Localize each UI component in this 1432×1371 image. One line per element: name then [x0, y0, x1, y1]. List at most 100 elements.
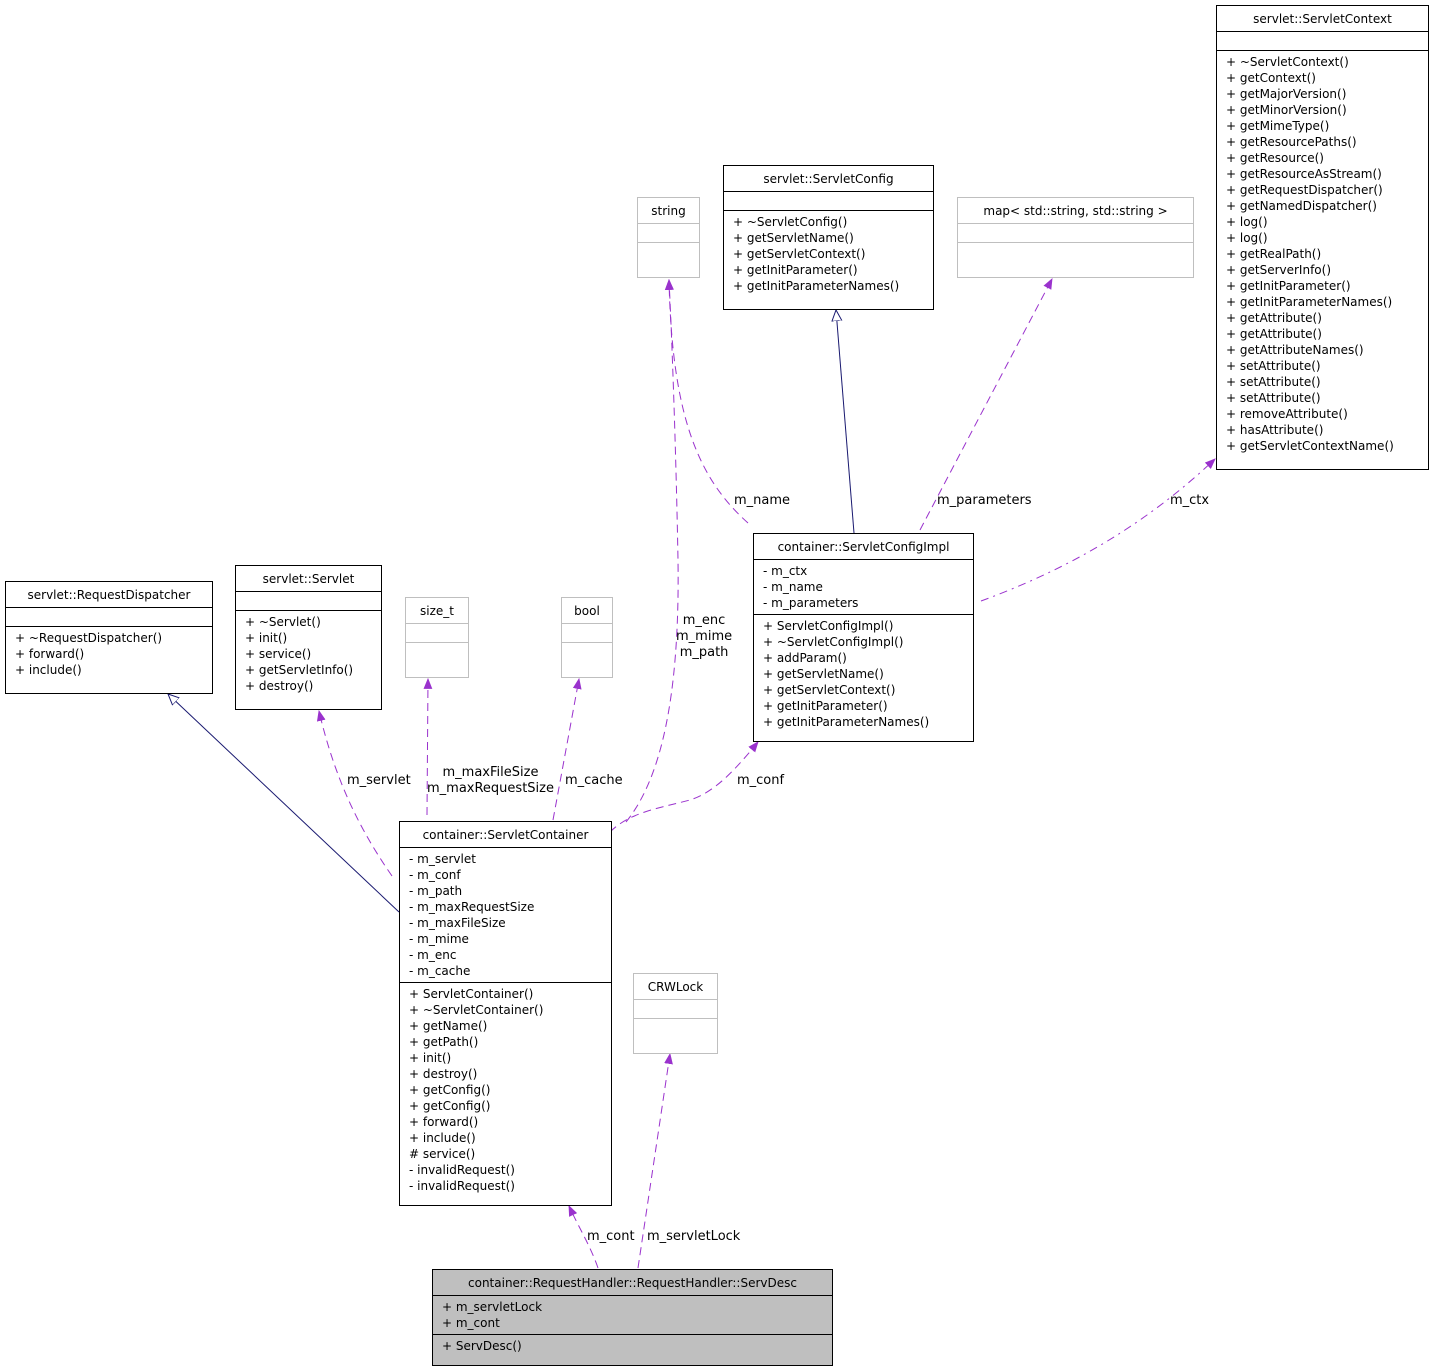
- operation: + getInitParameter(): [1226, 279, 1351, 293]
- edge-label-m-conf: m_conf: [737, 773, 785, 788]
- operation-compartment: [562, 642, 612, 677]
- edge-m-enc-mime-path: [625, 278, 679, 823]
- attribute-compartment: [958, 223, 1193, 242]
- operation: + getServletName(): [733, 231, 854, 245]
- operation: + getConfig(): [409, 1099, 491, 1113]
- operation: + getInitParameterNames(): [763, 715, 930, 729]
- class-name: servlet::Servlet: [262, 572, 355, 586]
- edge-m-servletlock: [637, 1052, 673, 1269]
- class-name: CRWLock: [647, 980, 704, 994]
- class-bool[interactable]: bool: [561, 597, 613, 678]
- operation: + getServletContext(): [763, 683, 896, 697]
- operation-compartment: + ~ServletContext()+ getContext()+ getMa…: [1217, 50, 1428, 469]
- operation: + getAttribute(): [1226, 327, 1322, 341]
- attribute: + m_cont: [442, 1316, 500, 1330]
- attribute: - m_maxRequestSize: [409, 900, 535, 914]
- attribute: - m_maxFileSize: [409, 916, 506, 930]
- operation: + getAttribute(): [1226, 311, 1322, 325]
- operation: + getResourceAsStream(): [1226, 167, 1382, 181]
- operation: + getInitParameter(): [733, 263, 858, 277]
- operation: + getResource(): [1226, 151, 1324, 165]
- class-size-t[interactable]: size_t: [405, 597, 469, 678]
- operation-compartment: [958, 242, 1193, 277]
- attribute: - m_parameters: [763, 596, 859, 610]
- edge-m-cont: [568, 1205, 599, 1269]
- class-name: container::ServletContainer: [422, 828, 589, 842]
- operation: + forward(): [15, 647, 85, 661]
- edge-m-sizes: [423, 677, 433, 816]
- operation: + log(): [1226, 215, 1268, 229]
- class-servlet[interactable]: servlet::Servlet+ ~Servlet()+ init()+ se…: [235, 565, 382, 710]
- edge-m-servlet: [316, 709, 393, 877]
- edge-label-m-servlet: m_servlet: [347, 773, 411, 788]
- attribute-compartment: [562, 623, 612, 642]
- operation: + ~Servlet(): [245, 615, 321, 629]
- operation-compartment: + ~ServletConfig() + getServletName() + ge…: [724, 210, 933, 309]
- operation: + include(): [15, 663, 82, 677]
- attribute: - m_path: [409, 884, 463, 898]
- attribute: + m_servletLock: [442, 1300, 543, 1314]
- class-name: map< std::string, std::string >: [983, 204, 1168, 218]
- attribute-compartment: [236, 591, 381, 610]
- class-servlet-container[interactable]: container::ServletContainer- m_servlet- …: [399, 821, 612, 1206]
- attribute: - m_cache: [409, 964, 471, 978]
- operation: + ServletConfigImpl(): [763, 619, 894, 633]
- attribute: - m_servlet: [409, 852, 476, 866]
- operation: + log(): [1226, 231, 1268, 245]
- operation: + getConfig(): [409, 1083, 491, 1097]
- operation: + getInitParameterNames(): [733, 279, 900, 293]
- operation: + getServletName(): [763, 667, 884, 681]
- class-servlet-config-impl[interactable]: container::ServletConfigImpl- m_ctx- m_n…: [753, 533, 974, 742]
- operation: + getInitParameterNames(): [1226, 295, 1393, 309]
- class-string[interactable]: string: [637, 197, 700, 278]
- operation: + getServletContextName(): [1226, 439, 1394, 453]
- class-map[interactable]: map< std::string, std::string >: [957, 197, 1194, 278]
- operation: + forward(): [409, 1115, 479, 1129]
- operation: + getServerInfo(): [1226, 263, 1331, 277]
- attribute-compartment: [634, 999, 717, 1018]
- operation: + setAttribute(): [1226, 375, 1321, 389]
- attribute-compartment: [6, 607, 212, 626]
- class-request-dispatcher[interactable]: servlet::RequestDispatcher+ ~RequestDisp…: [5, 581, 213, 694]
- class-name: container::ServletConfigImpl: [777, 540, 950, 554]
- edge-m-cache: [552, 677, 582, 821]
- attribute-compartment: [638, 223, 699, 242]
- class-servlet-context[interactable]: servlet::ServletContext+ ~ServletContext…: [1216, 5, 1429, 470]
- edge-label-m-name: m_name: [734, 493, 791, 508]
- operation: + getResourcePaths(): [1226, 135, 1357, 149]
- operation: + ~ServletConfig(): [733, 215, 848, 229]
- class-name: container::RequestHandler::RequestHandle…: [468, 1276, 797, 1290]
- operation: + include(): [409, 1131, 476, 1145]
- operation-compartment: [638, 242, 699, 277]
- class-name: servlet::ServletContext: [1253, 12, 1392, 26]
- operation: - invalidRequest(): [409, 1179, 515, 1193]
- operation: + ~ServletContainer(): [409, 1003, 544, 1017]
- edge-label-m-servletlock: m_servletLock: [647, 1229, 741, 1244]
- class-servlet-config[interactable]: servlet::ServletConfig+ ~ServletConfig()…: [723, 165, 934, 310]
- edge-label-m-parameters: m_parameters: [937, 493, 1032, 508]
- operation: + getPath(): [409, 1035, 479, 1049]
- operation: + getName(): [409, 1019, 488, 1033]
- operation-compartment: + ServDesc(): [433, 1334, 832, 1365]
- operation-compartment: + ServletConfigImpl()+ ~ServletConfigImp…: [754, 614, 973, 741]
- operation: + getInitParameter(): [763, 699, 888, 713]
- operation: # service(): [409, 1147, 476, 1161]
- edge-m-conf: [609, 741, 759, 833]
- class-serv-desc[interactable]: container::RequestHandler::RequestHandle…: [432, 1269, 833, 1366]
- operation: + getRealPath(): [1226, 247, 1322, 261]
- operation: + destroy(): [245, 679, 314, 693]
- operation: + removeAttribute(): [1226, 407, 1348, 421]
- operation: + getRequestDispatcher(): [1226, 183, 1383, 197]
- class-name: servlet::RequestDispatcher: [27, 588, 191, 602]
- class-name: size_t: [420, 604, 454, 618]
- operation: + service(): [245, 647, 312, 661]
- operation: + getMimeType(): [1226, 119, 1330, 133]
- operation-compartment: + ~Servlet()+ init()+ service()+ getServ…: [236, 610, 381, 709]
- edge-label-m-sizes: m_maxFileSize m_maxRequestSize: [427, 765, 554, 796]
- attribute-compartment: [406, 623, 468, 642]
- attribute: - m_name: [763, 580, 823, 594]
- operation: + ServDesc(): [442, 1339, 522, 1353]
- edge-label-m-enc-mime-path: m_enc m_mime m_path: [676, 613, 733, 660]
- class-crwlock[interactable]: CRWLock: [633, 973, 718, 1054]
